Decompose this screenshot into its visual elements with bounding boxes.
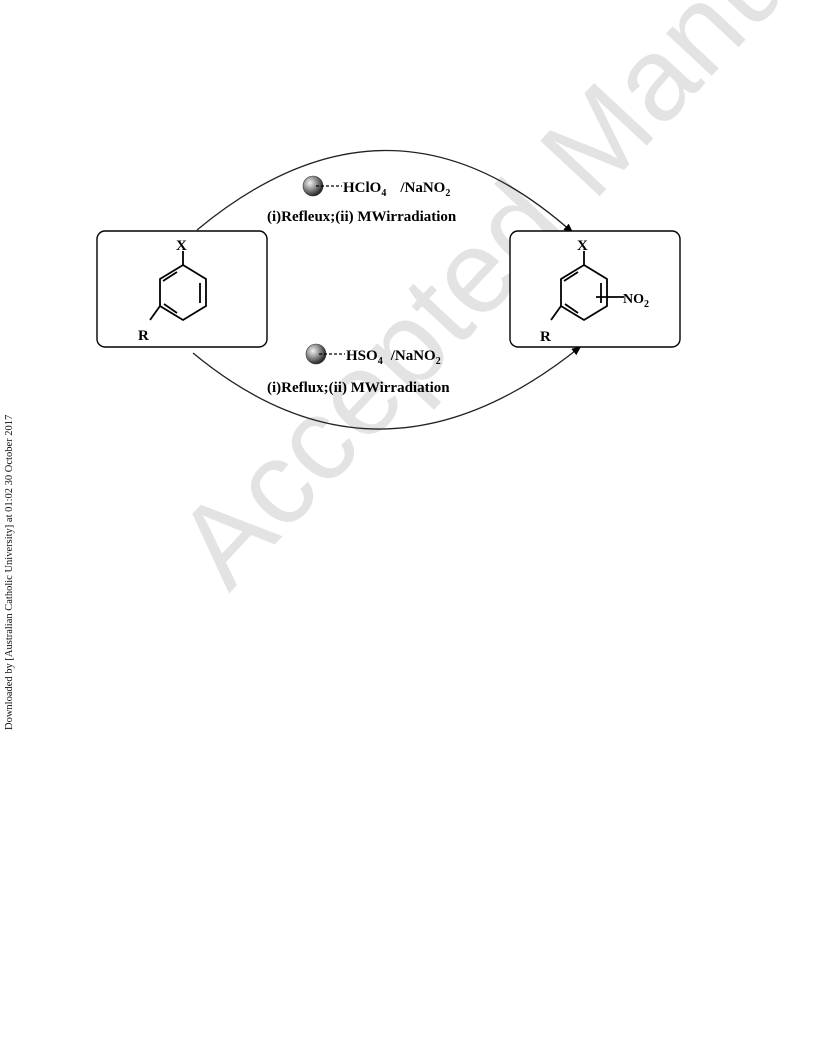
product-nitro-group: NO2 [623,292,649,310]
product-substituent-r: R [540,329,551,345]
top-catalyst-ball-icon [302,175,324,197]
bottom-conditions: (i)Reflux;(ii) MWirradiation [267,380,450,396]
reactant-benzene [149,251,207,322]
bottom-arrow [192,345,582,430]
bottom-catalyst-ball-icon [305,343,327,365]
top-reagent: HClO4/NaNO2 [343,180,450,199]
top-arrow [196,149,574,234]
product-benzene [550,251,624,322]
reactant-substituent-x: X [176,238,187,254]
bottom-reagent: HSO4/NaNO2 [346,348,441,367]
product-box [509,230,681,348]
product-substituent-x: X [577,238,588,254]
reactant-substituent-r: R [138,328,149,344]
reactant-box [96,230,268,348]
top-conditions: (i)Refleux;(ii) MWirradiation [267,209,457,225]
